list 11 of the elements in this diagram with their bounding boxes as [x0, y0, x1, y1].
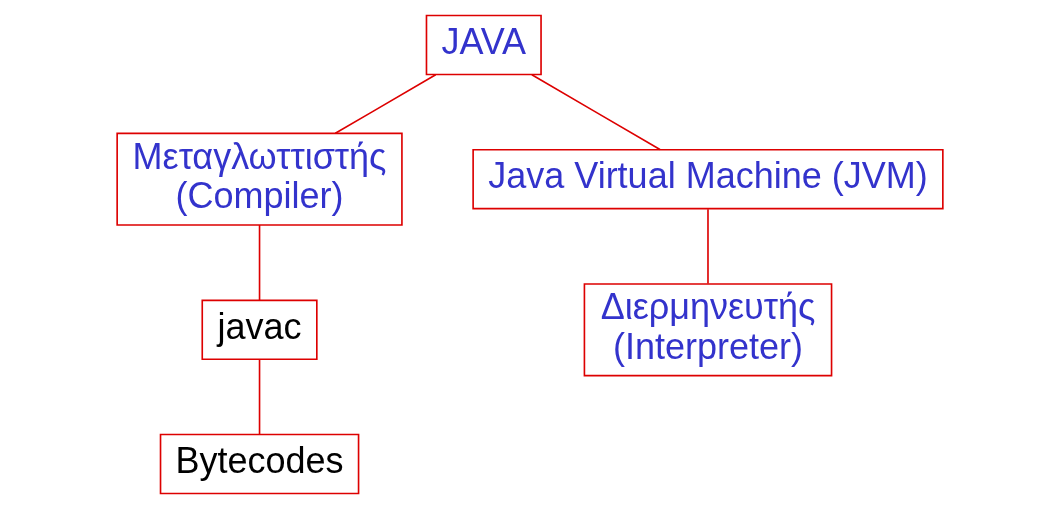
- node-box: javac: [201, 299, 318, 360]
- node-box: Java Virtual Machine (JVM): [472, 148, 944, 209]
- connector: [258, 358, 261, 435]
- connector: [707, 207, 709, 284]
- node-box: Διερμηνευτής (Interpreter): [583, 282, 833, 376]
- node-box: Μεταγλωττιστής (Compiler): [116, 132, 403, 226]
- connector: [334, 73, 437, 134]
- connector: [258, 223, 261, 301]
- connector: [531, 73, 661, 150]
- node-box: JAVA: [425, 14, 542, 75]
- node-box: Bytecodes: [159, 433, 360, 494]
